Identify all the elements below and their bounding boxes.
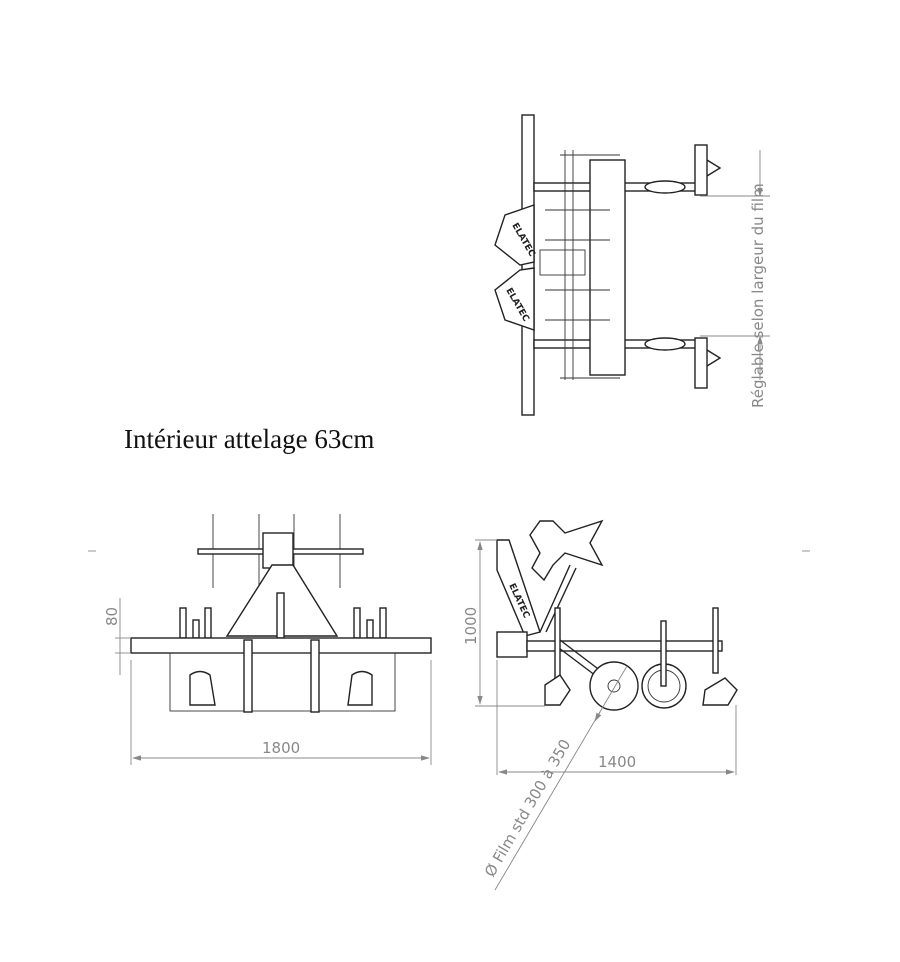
top-view: ELATEC ELATEC Réglable selon largeur du …	[494, 114, 770, 416]
front-view: 1800 80	[88, 514, 432, 765]
film-width-label: Réglable selon largeur du film	[749, 183, 767, 408]
hitch-height-label: 80	[103, 607, 121, 626]
height-label: 1000	[462, 607, 480, 645]
total-width-label: 1800	[262, 739, 300, 757]
film-diameter-label: Ø Film std 300 à 350	[481, 736, 574, 880]
side-view: ELATEC 1000 1400 Ø Film std 300 à 350	[462, 519, 810, 891]
length-label: 1400	[598, 753, 636, 771]
drawing-title: Intérieur attelage 63cm	[124, 424, 375, 454]
